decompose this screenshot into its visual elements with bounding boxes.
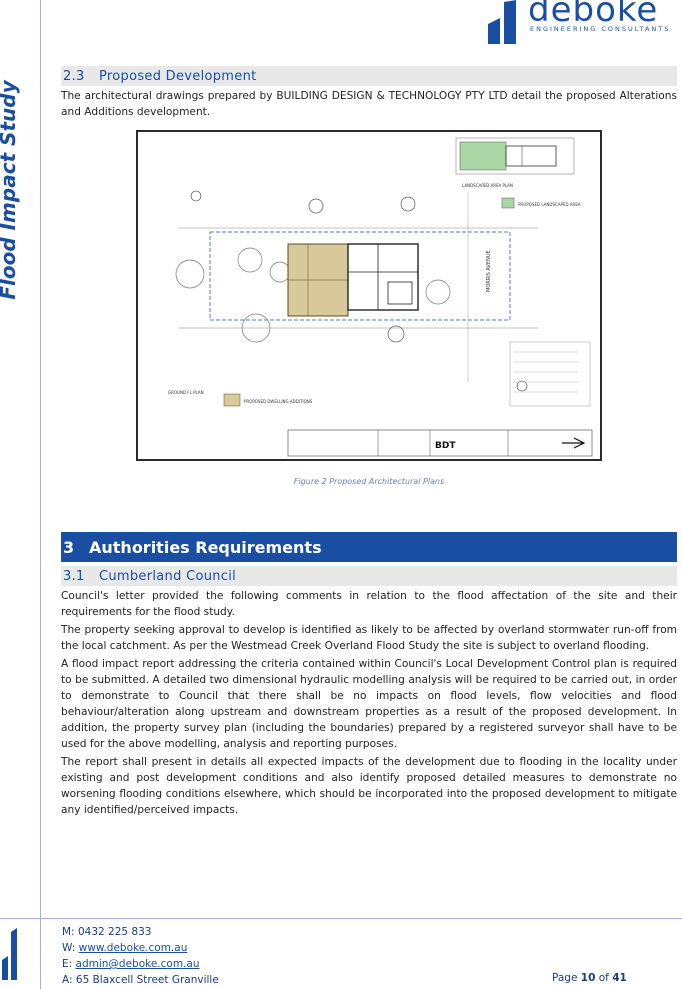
footer-rule — [0, 918, 682, 919]
ground-plan-label: GROUND FL PLAN — [168, 390, 204, 395]
website-link[interactable]: www.deboke.com.au — [78, 942, 188, 954]
side-rule — [40, 0, 41, 989]
landscape-legend-label: PROPOSED LANDSCAPED AREA — [518, 202, 581, 207]
dwelling-legend-label: PROPOSED DWELLING ADDITIONS — [244, 399, 313, 404]
council-paragraph-1: Council's letter provided the following … — [61, 590, 677, 618]
figure-caption: Figure 2 Proposed Architectural Plans — [293, 477, 445, 486]
footer-web: W: www.deboke.com.au — [62, 942, 188, 954]
council-paragraph-3: A flood impact report addressing the cri… — [61, 658, 677, 750]
logo-mark-icon — [488, 0, 516, 44]
architectural-plan-figure: MORRIS AVENUE LANDSCAPED AREA PLAN PROPO… — [136, 130, 602, 461]
section-2-3-body: The architectural drawings prepared by B… — [61, 90, 677, 118]
footer-logo-mark-icon — [2, 928, 17, 980]
footer-address: A: 65 Blaxcell Street Granville — [62, 974, 219, 986]
email-link[interactable]: admin@deboke.com.au — [75, 958, 200, 970]
logo-wordmark: deboke — [528, 0, 659, 30]
footer-contact: M: 0432 225 833 W: www.deboke.com.au E: … — [62, 924, 219, 988]
footer-email: E: admin@deboke.com.au — [62, 958, 200, 970]
title-block-logo: BDT — [435, 441, 456, 451]
street-label: MORRIS AVENUE — [486, 250, 492, 292]
footer-mobile: M: 0432 225 833 — [62, 926, 152, 938]
logo-tagline: ENGINEERING CONSULTANTS — [530, 25, 671, 33]
council-paragraph-4: The report shall present in details all … — [61, 756, 677, 816]
architectural-plan-drawing: MORRIS AVENUE LANDSCAPED AREA PLAN PROPO… — [168, 137, 593, 457]
company-logo: deboke ENGINEERING CONSULTANTS — [486, 0, 676, 46]
council-paragraph-2: The property seeking approval to develop… — [61, 624, 677, 652]
page-number: Page 10 of 41 — [552, 972, 627, 984]
landscape-plan-label: LANDSCAPED AREA PLAN — [462, 183, 513, 188]
